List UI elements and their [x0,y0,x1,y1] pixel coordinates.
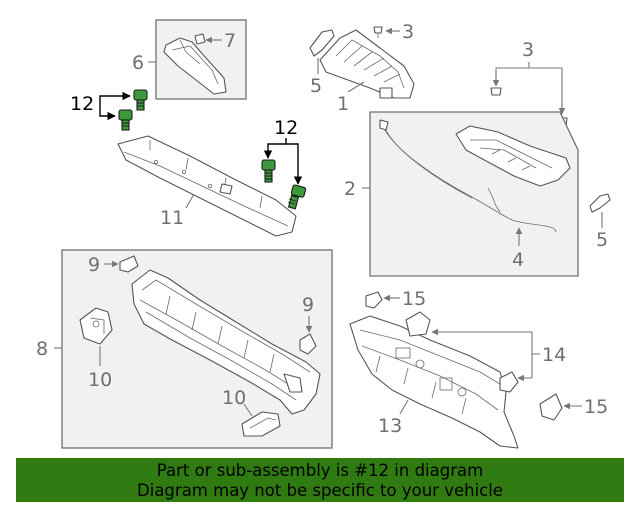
part-2-cowl-grille [455,125,571,187]
callout-9a: 9 [88,254,100,276]
callout-10b: 10 [222,387,246,409]
callout-14: 14 [542,344,566,366]
part-6-cowl-side-panel [163,37,227,95]
callout-12a: 12 [70,93,94,115]
part-9-bracket-left [119,255,139,273]
leader-14 [432,331,540,379]
callout-13: 13 [378,415,402,437]
info-banner: Part or sub-assembly is #12 in diagram D… [16,458,624,502]
parts-diagram: 6 7 1 5 3 3 2 [36,19,611,449]
part-15-bracket-bottom [539,393,563,421]
part-2-washer-hose [379,119,557,233]
part-10-bracket-lower [241,411,281,437]
bolt-12-c [261,159,276,183]
callout-15b: 15 [584,396,608,418]
callout-2: 2 [344,178,356,200]
part-13-dash-panel [349,315,519,449]
part-14-bracket-lower [499,371,519,393]
banner-line-2: Diagram may not be specific to your vehi… [137,481,503,500]
leader-12a [99,91,131,103]
callout-15a: 15 [402,288,426,310]
part-10-bracket-upper [79,307,113,345]
part-1-cowl-top-panel [319,29,415,99]
leader-3b [495,67,563,110]
callout-12b: 12 [274,117,298,139]
leader-12b [263,138,287,159]
part-5-seal-right [589,193,611,213]
leader-11 [185,193,195,209]
callout-10a: 10 [88,369,112,391]
leader-13 [399,399,409,415]
callout-3a: 3 [402,21,414,43]
callout-5a: 5 [310,75,322,97]
part-8-cowl-panel [131,269,321,415]
callout-5b: 5 [596,229,608,251]
part-11-cowl-cross-member [117,135,297,237]
banner-line-1: Part or sub-assembly is #12 in diagram [156,461,484,480]
part-3-clip-top [373,26,383,38]
callout-9b: 9 [302,294,314,316]
callout-3b: 3 [522,39,534,61]
part-9-bracket-right [299,333,317,355]
part-15-bracket-top [365,291,383,309]
callout-7: 7 [224,30,236,52]
bolt-12-d [287,184,307,210]
callout-11: 11 [160,207,184,229]
bolt-12-b [118,109,133,131]
part-7-clip [194,33,206,45]
callout-4: 4 [512,249,524,271]
leader-1 [347,81,365,93]
callout-6: 6 [132,52,144,74]
part-5-seal-upper [309,29,335,57]
bolt-12-a [133,89,148,111]
part-14-bracket-upper [405,311,431,337]
callout-1: 1 [337,93,349,115]
callout-8: 8 [36,338,48,360]
leader-10b [243,403,253,417]
part-3-clip-left [490,87,502,96]
